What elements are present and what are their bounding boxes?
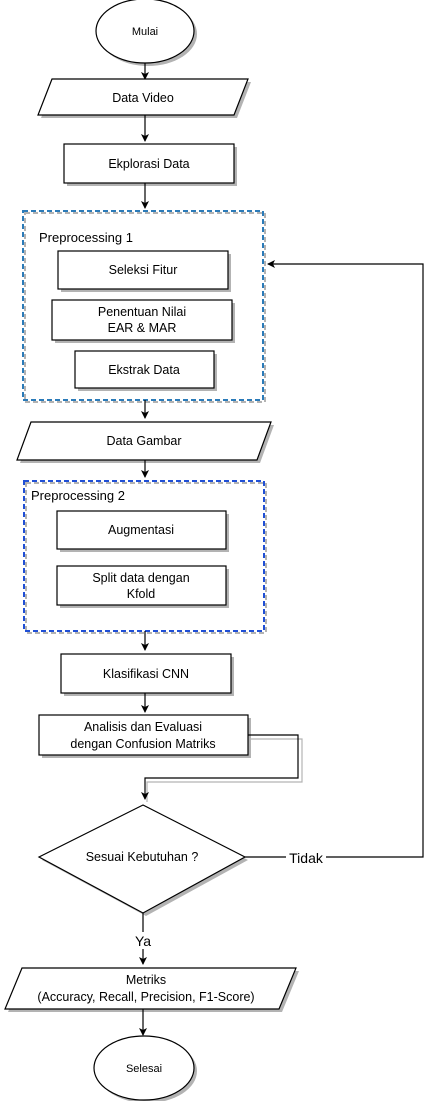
- penentuan-nilai-process: Penentuan Nilai EAR & MAR: [51, 299, 235, 343]
- data-gambar-label: Data Gambar: [106, 434, 181, 448]
- seleksi-fitur-label: Seleksi Fitur: [109, 263, 178, 277]
- penentuan-nilai-label-1: Penentuan Nilai: [98, 305, 186, 319]
- ekstrak-data-process: Ekstrak Data: [74, 350, 217, 391]
- analisis-label-2: dengan Confusion Matriks: [70, 737, 215, 751]
- tidak-label-bg: [286, 849, 326, 867]
- data-gambar-io: Data Gambar: [16, 421, 274, 463]
- metrics-label-2: (Accuracy, Recall, Precision, F1-Score): [37, 990, 254, 1004]
- augmentasi-process: Augmentasi: [56, 510, 229, 552]
- end-terminator: Selesai: [93, 1035, 197, 1101]
- analisis-process: Analisis dan Evaluasi dengan Confusion M…: [38, 714, 251, 758]
- preprocessing-1-group: Preprocessing 1 Seleksi Fitur Penentuan …: [22, 210, 266, 403]
- eksplorasi-process: Ekplorasi Data: [63, 143, 237, 186]
- preprocessing-2-title: Preprocessing 2: [31, 488, 125, 503]
- analisis-label-1: Analisis dan Evaluasi: [84, 720, 202, 734]
- ya-label: Ya: [135, 933, 151, 949]
- arrow-analisis-to-decision: [141, 734, 299, 800]
- preprocessing-1-title: Preprocessing 1: [39, 230, 133, 245]
- klasifikasi-process: Klasifikasi CNN: [60, 653, 234, 696]
- arrow-tidak-loop: [267, 260, 424, 858]
- metrics-label-1: Metriks: [126, 973, 166, 987]
- augmentasi-label: Augmentasi: [108, 523, 174, 537]
- start-terminator: Mulai: [95, 0, 197, 66]
- start-label: Mulai: [132, 26, 158, 38]
- data-video-label: Data Video: [112, 91, 174, 105]
- seleksi-fitur-process: Seleksi Fitur: [57, 250, 231, 292]
- klasifikasi-label: Klasifikasi CNN: [103, 667, 189, 681]
- split-data-label-1: Split data dengan: [92, 571, 189, 585]
- split-data-label-2: Kfold: [127, 587, 156, 601]
- end-label: Selesai: [126, 1063, 162, 1075]
- metrics-io: Metriks (Accuracy, Recall, Precision, F1…: [4, 967, 299, 1012]
- tidak-label: Tidak: [289, 850, 324, 866]
- connector-shadow: [146, 738, 303, 802]
- preprocessing-2-group: Preprocessing 2 Augmentasi Split data de…: [23, 480, 267, 634]
- ya-label-bg: [131, 932, 155, 949]
- ekstrak-data-label: Ekstrak Data: [108, 363, 180, 377]
- decision-diamond: Sesuai Kebutuhan ?: [37, 804, 248, 916]
- eksplorasi-label: Ekplorasi Data: [108, 157, 189, 171]
- penentuan-nilai-label-2: EAR & MAR: [108, 321, 177, 335]
- split-data-process: Split data dengan Kfold: [56, 565, 229, 608]
- decision-label: Sesuai Kebutuhan ?: [86, 850, 199, 864]
- data-video-io: Data Video: [37, 78, 251, 118]
